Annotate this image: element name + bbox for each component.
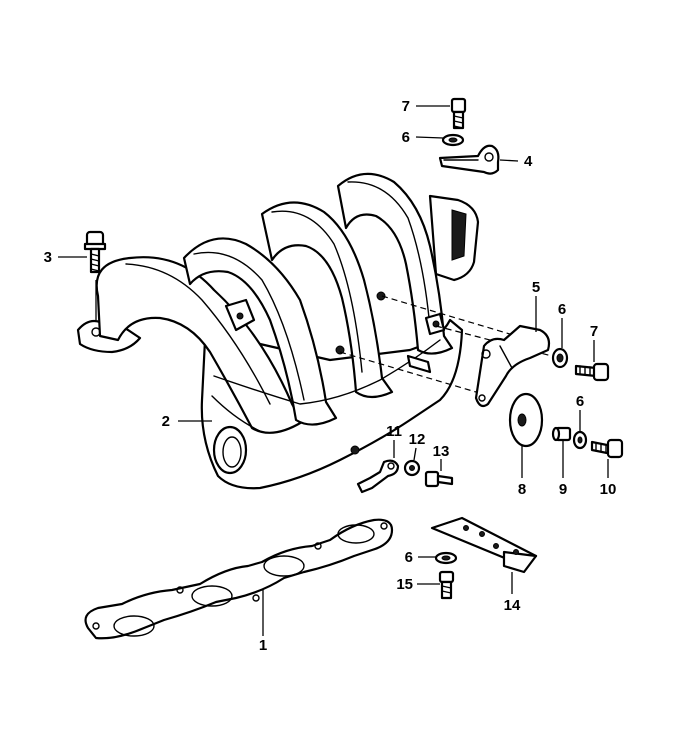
part-9-spacer <box>551 426 572 442</box>
dashed-alignment-line-upper <box>381 295 531 341</box>
part-1-gasket <box>84 518 394 640</box>
part-7-bolt-top <box>450 97 467 130</box>
part-6-washer-lower <box>572 430 588 450</box>
callout-6-bottom: 6 <box>405 549 413 566</box>
callout-2: 2 <box>162 413 170 430</box>
part-6-washer-bottom <box>434 551 458 565</box>
callout-5: 5 <box>532 279 540 296</box>
part-5-bracket <box>474 324 551 408</box>
callout-7-right: 7 <box>590 323 598 340</box>
callout-3: 3 <box>44 249 52 266</box>
part-11-clip-bracket <box>356 459 400 494</box>
part-4-bracket <box>438 144 500 175</box>
callout-11: 11 <box>386 423 402 440</box>
callout-6-top: 6 <box>402 129 410 146</box>
part-13-bolt <box>424 470 454 488</box>
part-8-disc <box>508 392 544 448</box>
callout-10: 10 <box>600 481 617 498</box>
callout-4: 4 <box>524 153 533 170</box>
part-10-bolt <box>590 438 624 459</box>
part-12-washer <box>403 459 421 477</box>
callout-6-lower: 6 <box>576 393 584 410</box>
part-15-bolt <box>438 570 455 600</box>
part-3-bolt <box>83 230 107 274</box>
callout-15: 15 <box>396 576 413 593</box>
part-14-bracket-plate <box>430 516 538 574</box>
callout-14: 14 <box>504 597 521 614</box>
callout-13: 13 <box>433 443 450 460</box>
callout-7-top: 7 <box>402 98 410 115</box>
part-6-washer-top <box>441 133 465 147</box>
leader-lines <box>58 105 609 636</box>
callout-6-right: 6 <box>558 301 566 318</box>
part-7-bolt-right <box>574 362 610 382</box>
part-6-washer-right <box>551 347 569 369</box>
callout-12: 12 <box>409 431 426 448</box>
callout-8: 8 <box>518 481 526 498</box>
dashed-alignment-line-lower <box>339 351 477 393</box>
callout-1: 1 <box>259 637 267 654</box>
callout-9: 9 <box>559 481 567 498</box>
